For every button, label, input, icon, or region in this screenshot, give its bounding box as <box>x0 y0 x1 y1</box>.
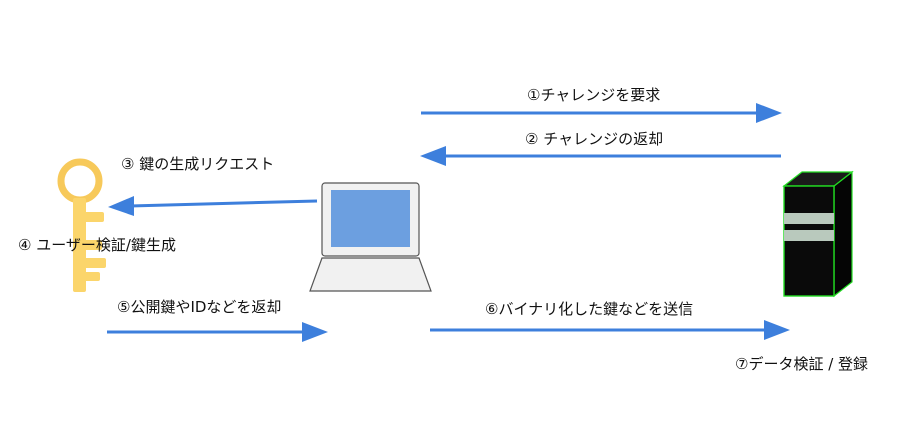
arrow-6-send-key <box>430 320 790 340</box>
laptop-icon <box>309 182 432 292</box>
step-3-label: ③ 鍵の生成リクエスト <box>121 155 275 173</box>
key-icon <box>57 158 106 292</box>
step-6-label: ⑥バイナリ化した鍵などを送信 <box>485 300 694 318</box>
step-2-label: ② チャレンジの返却 <box>525 130 664 148</box>
step-4-label: ④ ユーザー検証/鍵生成 <box>18 236 176 254</box>
arrow-5-return-public-key <box>107 322 328 342</box>
arrow-1-request-challenge <box>421 103 782 123</box>
step-7-label: ⑦データ検証 / 登録 <box>735 355 869 373</box>
arrow-3-key-request <box>108 196 318 216</box>
step-5-label: ⑤公開鍵やIDなどを返却 <box>117 298 282 316</box>
arrow-2-return-challenge <box>420 146 781 166</box>
server-icon <box>782 170 854 298</box>
step-1-label: ①チャレンジを要求 <box>527 86 661 104</box>
